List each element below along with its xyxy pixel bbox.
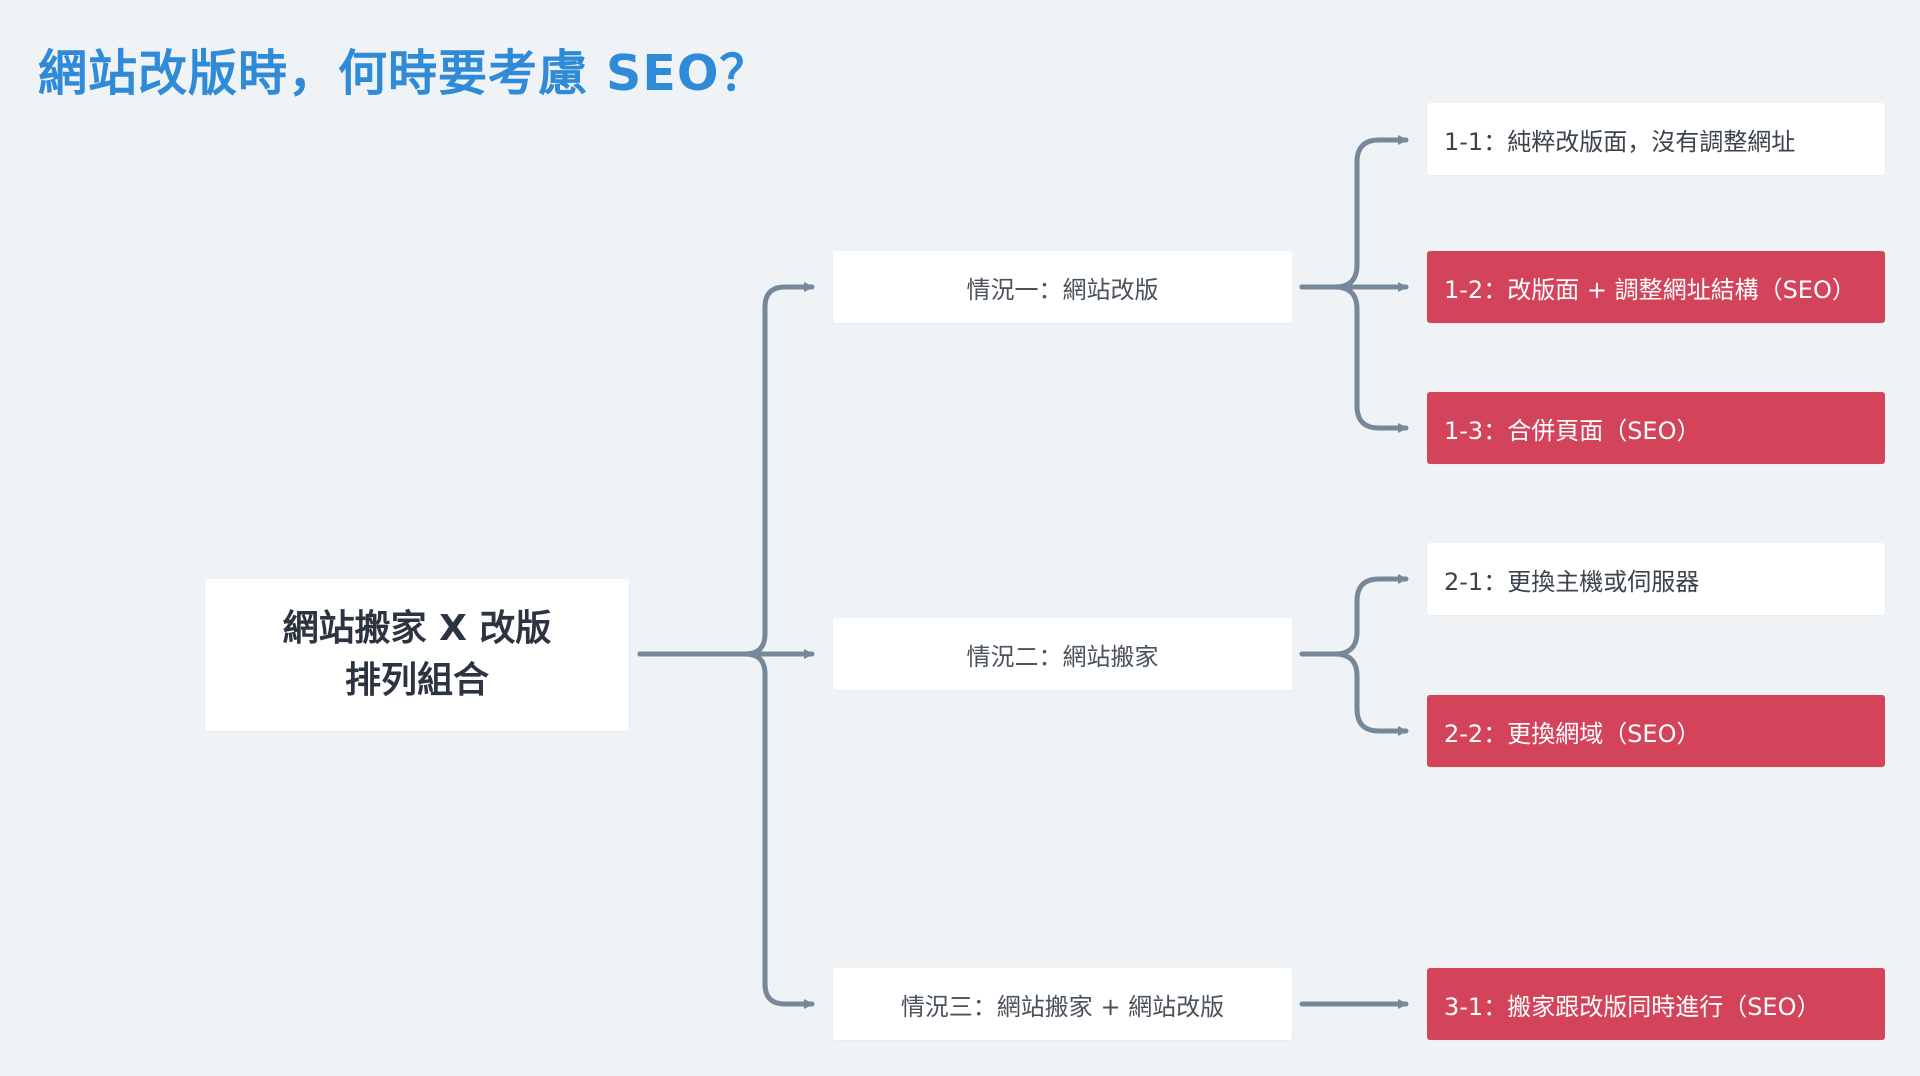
outcome-3-1-seo-node: 3-1：搬家跟改版同時進行（SEO） [1427,968,1885,1040]
outcome-1-1-node: 1-1：純粹改版面，沒有調整網址 [1427,103,1885,175]
connector-root-to-situation-3 [637,651,815,1009]
connector-situation-2-to-outcome-2-1 [1299,574,1409,657]
outcome-1-3-seo-node: 1-3：合併頁面（SEO） [1427,392,1885,464]
connector-situation-1-to-outcome-1-3 [1299,284,1409,433]
connector-root-to-situation-1 [637,282,815,657]
root-label-line-2: 排列組合 [344,660,489,701]
connector-situation-2-to-outcome-2-2 [1299,651,1409,736]
page-title: 網站改版時，何時要考慮 SEO？ [38,45,770,102]
connector-situation-1-to-outcome-1-1 [1299,135,1409,290]
root-label-line-1: 網站搬家 X 改版 [282,608,552,649]
situation-1-node: 情況一：網站改版 [833,251,1292,323]
situation-2-node: 情況二：網站搬家 [833,618,1292,690]
situation-3-node: 情況三：網站搬家 + 網站改版 [833,968,1292,1040]
outcome-2-2-seo-node: 2-2：更換網域（SEO） [1427,695,1885,767]
outcome-2-1-node: 2-1：更換主機或伺服器 [1427,543,1885,615]
root-node: 網站搬家 X 改版 排列組合 [205,579,629,731]
outcome-1-2-seo-node: 1-2：改版面 + 調整網址結構（SEO） [1427,251,1885,323]
